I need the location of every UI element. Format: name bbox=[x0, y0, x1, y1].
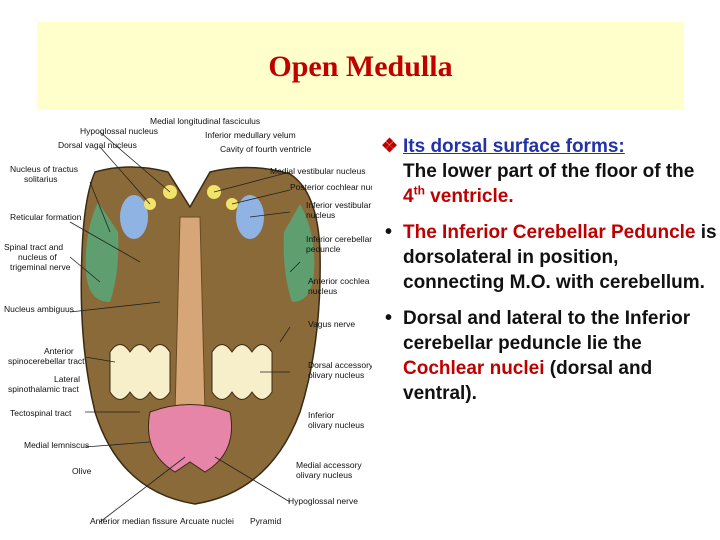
label-arcuate: Arcuate nuclei bbox=[180, 516, 234, 526]
midline bbox=[174, 216, 206, 413]
bullet-3-text: Dorsal and lateral to the Inferior cereb… bbox=[403, 308, 691, 354]
label-hypoglossal-nerve: Hypoglossal nerve bbox=[288, 496, 358, 506]
label-cavity: Cavity of fourth ventricle bbox=[220, 144, 311, 154]
bullet-1-text: The lower part of the floor of the bbox=[403, 161, 695, 182]
label-dorsal-accessory: Dorsal accessory bbox=[308, 360, 372, 370]
label-reticular: Reticular formation bbox=[10, 212, 82, 222]
slide-title: Open Medulla bbox=[268, 50, 453, 83]
diamond-bullet-icon: ❖ bbox=[381, 136, 399, 157]
bullet-1-number: 4 bbox=[403, 186, 414, 207]
label-medial-accessory: Medial accessory bbox=[296, 460, 362, 470]
bullet-2-text: is dorsolateral in position, connecting … bbox=[403, 222, 717, 293]
label-velum: Inferior medullary velum bbox=[205, 130, 296, 140]
left-vestibular bbox=[120, 195, 148, 239]
medulla-diagram: Medial longitudinal fasciculus Inferior … bbox=[4, 116, 372, 526]
bullet-3-red: Cochlear nuclei bbox=[403, 358, 545, 379]
label-ambiguus: Nucleus ambiguus bbox=[4, 304, 74, 314]
label-mlf: Medial longitudinal fasciculus bbox=[150, 116, 260, 126]
label-lemniscus: Medial lemniscus bbox=[24, 440, 89, 450]
label-spinal-tract: Spinal tract and bbox=[4, 242, 63, 252]
title-band: Open Medulla bbox=[37, 22, 684, 110]
label-spinothalamic: spinothalamic tract bbox=[8, 384, 80, 394]
bullet-1-sup: th bbox=[413, 183, 425, 198]
left-olive bbox=[109, 344, 171, 400]
label-medial-vestibular: Medial vestibular nucleus bbox=[270, 166, 365, 176]
label-inf-olivary-2: olivary nucleus bbox=[308, 420, 364, 430]
label-ant-cochlea: Anterior cochlea bbox=[308, 276, 370, 286]
label-tractus: Nucleus of tractus bbox=[10, 164, 78, 174]
label-vagus: Vagus nerve bbox=[308, 319, 355, 329]
label-inf-vestibular-2: nucleus bbox=[306, 210, 335, 220]
label-icp: Inferior cerebellar bbox=[306, 234, 372, 244]
label-lateral: Lateral bbox=[54, 374, 80, 384]
dot-bullet-icon: • bbox=[385, 221, 393, 243]
label-inf-olivary: Inferior bbox=[308, 410, 335, 420]
bullet-1: ❖ Its dorsal surface forms: The lower pa… bbox=[381, 134, 717, 209]
label-trigeminal: trigeminal nerve bbox=[10, 262, 71, 272]
leader-lines bbox=[69, 131, 301, 523]
label-anterior: Anterior bbox=[44, 346, 74, 356]
label-olive: Olive bbox=[72, 466, 92, 476]
label-medial-accessory-2: olivary nucleus bbox=[296, 470, 352, 480]
label-dorsal-vagal: Dorsal vagal nucleus bbox=[58, 140, 137, 150]
label-hypoglossal-nucleus: Hypoglossal nucleus bbox=[80, 126, 158, 136]
label-solitarius: solitarius bbox=[24, 174, 58, 184]
bullet-2: • The Inferior Cerebellar Peduncle is do… bbox=[381, 220, 717, 295]
bullet-2-red: The Inferior Cerebellar Peduncle bbox=[403, 222, 696, 243]
label-median-fissure: Anterior median fissure bbox=[90, 516, 178, 526]
bullet-1-ventricle: ventricle. bbox=[424, 186, 514, 207]
label-tectospinal: Tectospinal tract bbox=[10, 408, 72, 418]
bullet-3: • Dorsal and lateral to the Inferior cer… bbox=[381, 306, 717, 406]
right-peduncle bbox=[283, 204, 315, 302]
label-spinocerebellar: spinocerebellar tract bbox=[8, 356, 85, 366]
pyramids bbox=[147, 404, 233, 473]
label-inf-vestibular: Inferior vestibular bbox=[306, 200, 371, 210]
label-icp-2: peduncle bbox=[306, 244, 341, 254]
dot-bullet-icon: • bbox=[385, 307, 393, 329]
bullet-3-text-2: (dorsal and ventral). bbox=[403, 358, 653, 404]
label-pyramid: Pyramid bbox=[250, 516, 281, 526]
label-ant-cochlea-2: nucleus bbox=[308, 286, 337, 296]
label-post-cochlear: Posterior cochlear nucleus bbox=[290, 182, 372, 192]
bullet-1-heading: Its dorsal surface forms: bbox=[403, 136, 625, 157]
label-dorsal-accessory-2: olivary nucleus bbox=[308, 370, 364, 380]
right-olive bbox=[211, 344, 273, 400]
bullet-list: ❖ Its dorsal surface forms: The lower pa… bbox=[381, 134, 717, 417]
label-nucleus-of: nucleus of bbox=[18, 252, 57, 262]
